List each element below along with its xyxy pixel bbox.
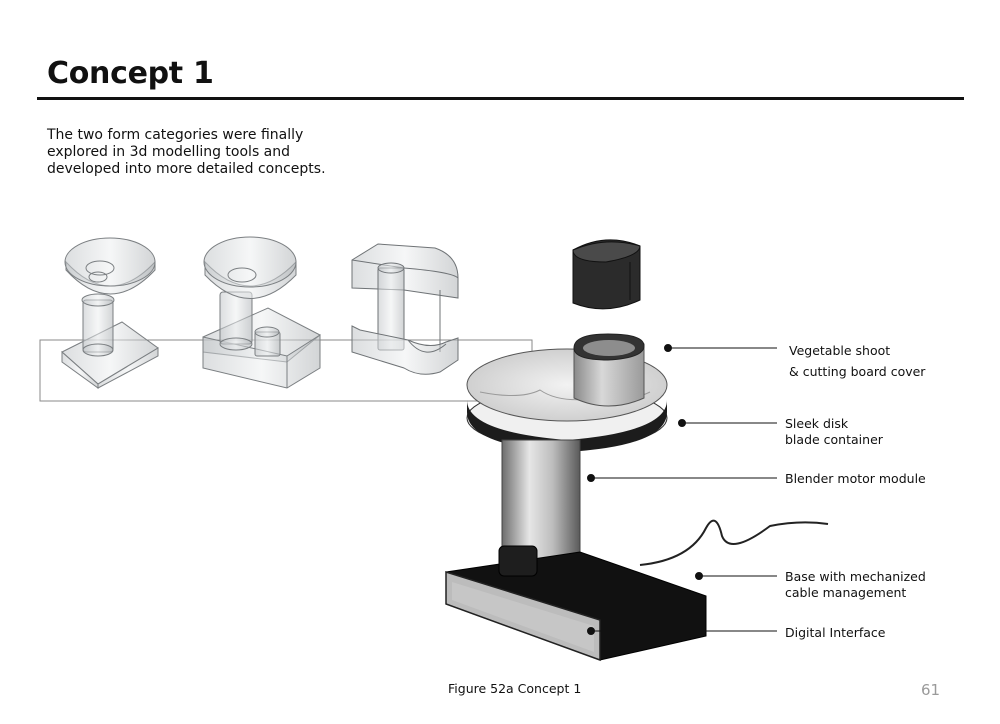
concept-sketch-2 — [202, 236, 321, 389]
label-line: & cutting board cover — [789, 364, 926, 379]
intro-paragraph: The two form categories were finally exp… — [47, 127, 347, 178]
page-number: 61 — [921, 681, 941, 699]
label-line: Vegetable shoot — [789, 343, 891, 358]
leader-lines — [587, 344, 777, 635]
label-motor: Blender motor module — [785, 471, 926, 487]
label-line: blade container — [785, 432, 883, 447]
label-line: Sleek disk — [785, 416, 849, 431]
label-line: cable management — [785, 585, 907, 600]
intro-line: developed into more detailed concepts. — [47, 161, 326, 177]
label-line: Digital Interface — [785, 625, 886, 640]
label-interface: Digital Interface — [785, 625, 885, 641]
label-disk-blade: Sleek disk blade container — [785, 416, 883, 448]
base-unit — [445, 519, 829, 662]
shoot-lid — [572, 239, 641, 310]
intro-line: The two form categories were finally — [47, 127, 304, 143]
label-base: Base with mechanized cable management — [785, 569, 926, 601]
page-title: Concept 1 — [47, 56, 214, 91]
figure-caption: Figure 52a Concept 1 — [448, 681, 582, 696]
concept-sketch-3 — [351, 243, 459, 375]
vegetable-shoot — [573, 333, 645, 407]
title-divider — [37, 97, 964, 100]
intro-line: explored in 3d modelling tools and — [47, 144, 291, 160]
label-line: Base with mechanized — [785, 569, 926, 584]
label-line: Blender motor module — [785, 471, 926, 486]
concept-sketch-1 — [61, 237, 159, 389]
label-vegetable-shoot: Vegetable shoot & cutting board cover — [789, 340, 925, 382]
